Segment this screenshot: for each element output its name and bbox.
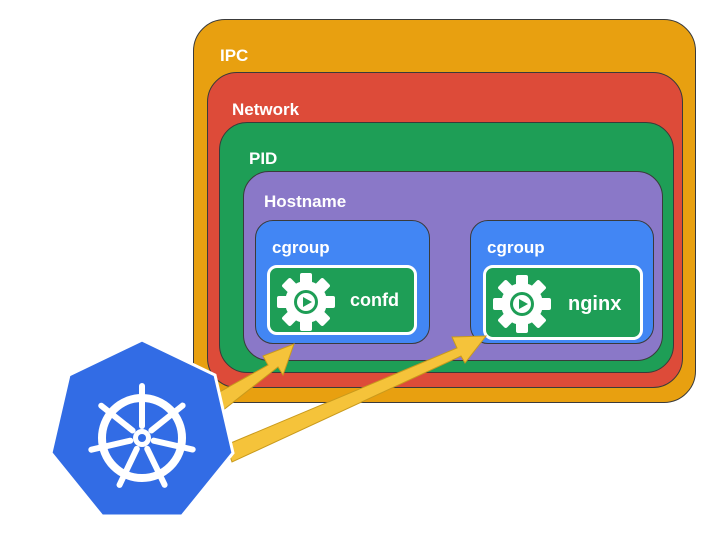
cgroup-label: cgroup [272, 238, 330, 257]
cgroup-label: cgroup [487, 238, 545, 257]
container-name: confd [350, 290, 399, 310]
kubernetes-helm-logo [49, 338, 235, 518]
gear-play-icon [493, 275, 551, 333]
container-name: nginx [568, 293, 622, 315]
arrow-to-nginx [225, 335, 488, 463]
network-label: Network [232, 100, 300, 119]
gear-play-icon [277, 273, 335, 331]
ipc-label: IPC [220, 46, 249, 65]
hostname-label: Hostname [264, 192, 347, 211]
pid-label: PID [249, 149, 278, 168]
container-confd: confd [267, 265, 417, 335]
container-nginx: nginx [483, 265, 643, 340]
